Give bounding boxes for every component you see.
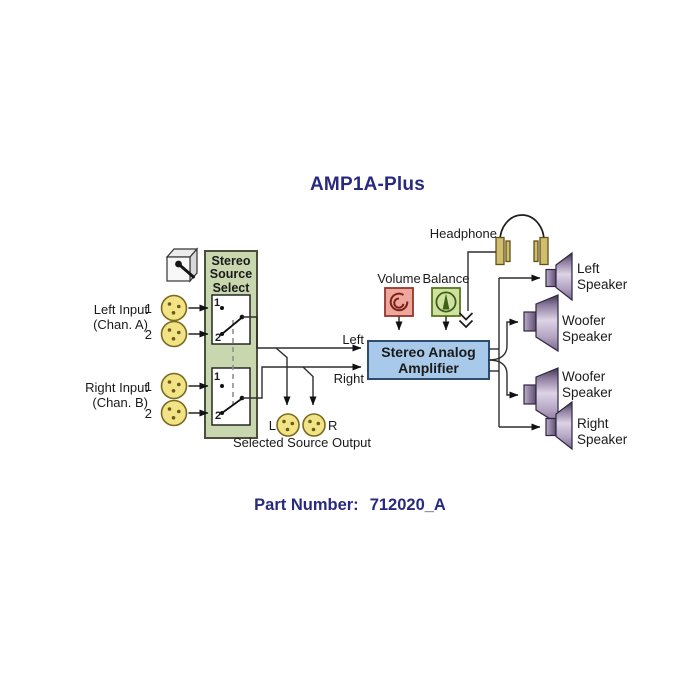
headphone-wire: [467, 251, 496, 311]
switch-position-label: 1: [214, 371, 221, 383]
left-input-label-line: Left Input: [93, 302, 148, 317]
switch-arm-right: [221, 397, 243, 414]
xlr-connector-icon: [302, 413, 326, 437]
balance-knob-icon: [431, 287, 461, 317]
amplifier-name-line: Stereo Analog: [381, 344, 476, 360]
signal-wires: [242, 316, 362, 406]
source-select-title-line: Source: [209, 267, 253, 282]
switch-position-label: 2: [215, 332, 222, 344]
xlr-connector-icon: [160, 399, 188, 427]
switch-box-left: [211, 294, 251, 345]
speaker-label-line: Speaker: [562, 328, 613, 344]
xlr-connector-icon: [160, 372, 188, 400]
amp-left-input-label: Left: [342, 332, 364, 347]
amp-right-input-label: Right: [333, 371, 364, 386]
left-speaker-label: Left Speaker: [577, 261, 627, 292]
left-input-label: Left Input (Chan. A): [50, 302, 148, 332]
woofer-speaker-top-label: Woofer Speaker: [562, 313, 612, 344]
speaker-label-line: Woofer: [562, 313, 606, 328]
left-input-label-line: (Chan. A): [93, 317, 148, 332]
input-connector-icons: [160, 294, 188, 427]
part-number-value: 712020_A: [369, 496, 446, 514]
left-speaker-icon: [545, 251, 573, 302]
speaker-label-line: Speaker: [577, 276, 628, 292]
source-select-title-line: Stereo: [211, 254, 251, 268]
right-speaker-icon: [545, 400, 573, 451]
selector-switch-icon: [165, 247, 199, 283]
input-port-number: 2: [144, 406, 152, 421]
amplifier-name: Stereo Analog Amplifier: [369, 344, 488, 376]
balance-label: Balance: [422, 271, 470, 286]
right-input-label-line: (Chan. B): [92, 395, 148, 410]
selected-source-output-caption: Selected Source Output: [232, 435, 372, 450]
part-number-label: Part Number:: [254, 496, 359, 514]
speaker-label-line: Left: [577, 261, 600, 276]
xlr-connector-icon: [160, 320, 188, 348]
volume-label: Volume: [377, 271, 421, 286]
woofer-speaker-bottom-icon: [523, 367, 559, 426]
xlr-connector-icon: [276, 413, 300, 437]
source-select-title: Stereo Source Select: [205, 254, 257, 295]
speaker-label-line: Speaker: [562, 384, 613, 400]
right-input-label: Right Input (Chan. B): [50, 380, 148, 410]
diagram-title: AMP1A-Plus: [310, 174, 425, 195]
input-port-number: 2: [144, 327, 152, 342]
volume-knob-icon: [384, 287, 414, 317]
amplifier-name-line: Amplifier: [398, 359, 459, 376]
xlr-connector-icon: [160, 294, 188, 322]
speaker-label-line: Woofer: [562, 369, 606, 384]
switch-box-right: [211, 367, 251, 426]
output-connector-icons: [276, 413, 326, 437]
speaker-label-line: Speaker: [577, 431, 628, 447]
speaker-label-line: Right: [577, 416, 609, 431]
speaker-wires: [488, 274, 541, 431]
woofer-speaker-top-icon: [523, 294, 559, 353]
output-r-label: R: [328, 418, 338, 433]
headphone-icon: [495, 214, 549, 266]
output-l-label: L: [268, 418, 276, 433]
switch-position-label: 1: [214, 297, 221, 309]
input-port-number: 1: [144, 301, 152, 316]
switch-arm-left: [221, 316, 243, 335]
headphone-label: Headphone: [429, 226, 497, 241]
input-port-number: 1: [144, 379, 152, 394]
headphone-jack-arrow-icon: [458, 312, 474, 329]
right-input-label-line: Right Input: [85, 380, 148, 395]
input-arrows: [188, 304, 209, 417]
right-speaker-label: Right Speaker: [577, 416, 627, 447]
part-number: Part Number: 712020_A: [200, 496, 500, 514]
woofer-speaker-bottom-label: Woofer Speaker: [562, 369, 612, 400]
switch-position-label: 2: [215, 410, 222, 422]
source-select-title-line: Select: [212, 280, 250, 295]
